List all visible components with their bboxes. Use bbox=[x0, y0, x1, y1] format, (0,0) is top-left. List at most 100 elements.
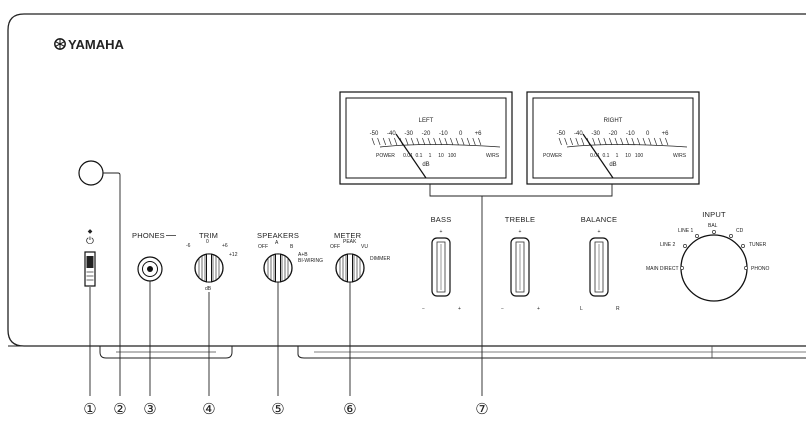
meter-left-power-tick-label: 1 bbox=[429, 153, 432, 159]
meter-pos-peak: PEAK bbox=[343, 239, 357, 245]
meter-right-tick bbox=[581, 137, 585, 146]
meter-selector-knob[interactable] bbox=[335, 253, 365, 283]
callout-1: ① bbox=[83, 401, 96, 418]
meter-right-db-label: dB bbox=[609, 162, 616, 168]
right-foot-trim bbox=[297, 346, 806, 359]
yamaha-logo: YAMAHA bbox=[54, 37, 124, 52]
meter-left-tick bbox=[433, 137, 437, 146]
meter-right-tick bbox=[665, 137, 669, 146]
meter-left-tick bbox=[410, 137, 415, 146]
meter-left-db-label: dB bbox=[422, 162, 429, 168]
input-source-tuner: TUNER bbox=[749, 242, 767, 248]
meter-left-tick bbox=[377, 137, 381, 146]
phones-jack[interactable] bbox=[137, 256, 163, 282]
left-foot bbox=[99, 346, 233, 359]
trim-mark-0: 0 bbox=[206, 239, 209, 245]
trim-mark-minus6: -6 bbox=[186, 243, 191, 249]
meter-left-db-tick-label: -50 bbox=[370, 131, 379, 137]
meter-left-power-tick-label: 0.01 bbox=[403, 153, 413, 159]
meter-left-db-tick-label: +6 bbox=[475, 131, 483, 137]
speakers-selector-knob[interactable] bbox=[263, 253, 293, 283]
meter-right-db-tick-label: -10 bbox=[626, 131, 635, 137]
meter-left-tick bbox=[427, 137, 431, 146]
input-label: INPUT bbox=[702, 210, 726, 219]
speakers-pos-biwiring: BI-WIRING bbox=[298, 258, 323, 264]
meter-right-db-tick-label: -20 bbox=[609, 131, 618, 137]
balance-control[interactable]: BALANCE + L R bbox=[580, 215, 620, 312]
treble-label: TREBLE bbox=[505, 215, 535, 224]
meter-right-tick bbox=[642, 137, 646, 146]
meter-right-db-tick-label: -40 bbox=[574, 131, 583, 137]
speakers-pos-a: A bbox=[275, 240, 279, 246]
meter-left-db-tick-label: -20 bbox=[422, 131, 431, 137]
meter-right-tick bbox=[564, 137, 568, 146]
meter-left-power-tick-label: 10 bbox=[438, 153, 444, 159]
speakers-pos-ab: A+B bbox=[298, 252, 308, 258]
meter-right-db-tick-label: +6 bbox=[662, 131, 670, 137]
meter-left-tick bbox=[450, 137, 454, 146]
speakers-label: SPEAKERS bbox=[257, 231, 299, 240]
trim-mark-plus12: +12 bbox=[229, 252, 238, 258]
meter-right-tick bbox=[631, 137, 635, 146]
meter-left-db-tick-label: -10 bbox=[439, 131, 448, 137]
meter-right-tick bbox=[609, 137, 613, 146]
treble-plus-mark-right: + bbox=[537, 306, 540, 312]
input-source-cd: CD bbox=[736, 228, 744, 234]
meter-right-unit: W/RS bbox=[673, 153, 687, 159]
speakers-pos-b: B bbox=[290, 244, 294, 250]
bass-minus-mark: − bbox=[422, 306, 425, 312]
callout-6: ⑥ bbox=[343, 401, 356, 418]
callout-7: ⑦ bbox=[475, 401, 488, 418]
speakers-pos-off: OFF bbox=[258, 244, 268, 250]
meter-left-tick bbox=[472, 137, 476, 146]
trim-knob[interactable] bbox=[194, 253, 224, 283]
balance-center-mark: + bbox=[598, 229, 601, 235]
callout-2: ② bbox=[113, 401, 126, 418]
trim-unit: dB bbox=[205, 286, 212, 292]
input-position-dots bbox=[680, 230, 748, 270]
meter-left-tick bbox=[478, 137, 482, 146]
callout-leader-lines bbox=[89, 172, 613, 396]
meter-right-tick bbox=[592, 137, 596, 146]
meter-left-tick bbox=[444, 137, 448, 146]
meter-pos-off: OFF bbox=[330, 244, 340, 250]
brand-name: YAMAHA bbox=[68, 37, 124, 52]
phones-label: PHONES bbox=[132, 231, 165, 240]
meter-left-tick bbox=[461, 137, 465, 146]
treble-control[interactable]: TREBLE + − + bbox=[501, 215, 540, 312]
power-switch[interactable] bbox=[84, 251, 96, 287]
meter-left-power-tick-label: 0.1 bbox=[416, 153, 423, 159]
meter-left-tick bbox=[455, 137, 459, 146]
meter-right-tick bbox=[625, 137, 630, 146]
bass-plus-mark: + bbox=[440, 229, 443, 235]
treble-plus-mark: + bbox=[519, 229, 522, 235]
meter-right-power-tick-label: 100 bbox=[635, 153, 644, 159]
callout-5: ⑤ bbox=[271, 401, 284, 418]
meter-right-tick bbox=[637, 137, 641, 146]
meter-right-power-tick-label: 10 bbox=[625, 153, 631, 159]
meter-left-tick bbox=[416, 137, 420, 146]
meter-left-power-tick-label: 100 bbox=[448, 153, 457, 159]
bass-control[interactable]: BASS + − + bbox=[422, 215, 461, 312]
bass-plus-mark-right: + bbox=[458, 306, 461, 312]
trim-mark-plus6: +6 bbox=[222, 243, 228, 249]
meter-right-tick bbox=[614, 137, 618, 146]
meter-right-tick bbox=[558, 137, 562, 146]
front-panel-outline bbox=[7, 13, 806, 347]
meter-left-db-tick-label: -40 bbox=[387, 131, 396, 137]
meter-right-db-tick-label: -50 bbox=[557, 131, 566, 137]
meter-right-tick bbox=[653, 137, 658, 146]
balance-label: BALANCE bbox=[581, 215, 617, 224]
balance-right-mark: R bbox=[616, 306, 620, 312]
input-selector-knob[interactable] bbox=[680, 234, 748, 302]
meter-left-power-label: POWER bbox=[376, 153, 395, 159]
meter-right-title: RIGHT bbox=[604, 118, 623, 124]
power-indicator-mark: ◆ bbox=[88, 229, 93, 235]
meter-right-needle bbox=[582, 133, 614, 179]
meter-right-tick bbox=[569, 137, 574, 146]
meter-left-needle bbox=[395, 133, 427, 179]
meter-right-tick bbox=[575, 137, 579, 146]
